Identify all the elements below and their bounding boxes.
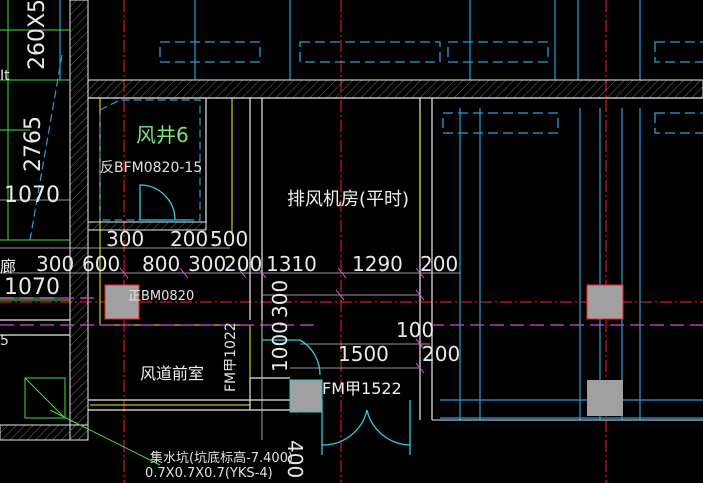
sump-size-label: 0.7X0.7X0.7(YKS-4) bbox=[145, 466, 273, 481]
fan-room-label: 排风机房(平时) bbox=[287, 189, 409, 210]
doors bbox=[139, 184, 411, 455]
shaft-boundary bbox=[29, 54, 201, 241]
dim-200b: 200 bbox=[422, 342, 460, 366]
shaft-name-label: 风井6 bbox=[136, 123, 189, 147]
left-fragment-2: 5 bbox=[0, 333, 9, 349]
dim-100: 100 bbox=[396, 318, 434, 342]
dim-300: 300 bbox=[268, 280, 292, 318]
dim-left-h2: 1070 bbox=[4, 275, 60, 300]
shaft-door-label: 反BFM0820-15 bbox=[100, 160, 202, 176]
window-lines bbox=[59, 0, 703, 420]
dim-row2-300: 300 bbox=[36, 252, 74, 276]
dim-row2-600: 600 bbox=[82, 252, 120, 276]
dim-row2-200b: 200 bbox=[420, 252, 458, 276]
dim-row1-500: 500 bbox=[210, 227, 248, 251]
door-fm1022-label: FM甲1022 bbox=[223, 322, 239, 392]
dim-1000: 1000 bbox=[268, 321, 292, 372]
columns bbox=[104, 284, 624, 416]
beam-outlines bbox=[159, 41, 703, 134]
sump-label: 集水坑(坑底标高-7.400) bbox=[150, 450, 293, 466]
dimension-lines bbox=[0, 199, 460, 440]
bottom-left-wall bbox=[0, 424, 89, 441]
left-fragment: It bbox=[0, 68, 10, 84]
door-fm1522-label: FM甲1522 bbox=[322, 379, 402, 398]
left-wall bbox=[69, 0, 89, 441]
dim-1500: 1500 bbox=[338, 342, 389, 366]
dim-400: 400 bbox=[283, 440, 307, 478]
vestibule-label: 风道前室 bbox=[140, 364, 204, 383]
dim-row2-1290: 1290 bbox=[352, 252, 403, 276]
corridor-fragment: 廊 bbox=[0, 257, 16, 276]
dim-left-v1: 2765 bbox=[21, 116, 46, 172]
dim-row2-200: 200 bbox=[224, 252, 262, 276]
dim-row1-300: 300 bbox=[106, 227, 144, 251]
dim-row2-1310: 1310 bbox=[266, 252, 317, 276]
top-wall bbox=[87, 79, 703, 99]
door-bm-label: 正BM0820 bbox=[128, 289, 194, 304]
dim-row2-300b: 300 bbox=[188, 252, 226, 276]
dim-top-left: 260X5 bbox=[25, 0, 50, 70]
dim-left-h1: 1070 bbox=[4, 183, 60, 208]
dimension-ticks bbox=[119, 267, 425, 374]
stair-lines bbox=[0, 0, 161, 466]
dim-row2-800: 800 bbox=[142, 252, 180, 276]
shaft-wall bbox=[87, 221, 207, 231]
dim-row1-200: 200 bbox=[170, 227, 208, 251]
